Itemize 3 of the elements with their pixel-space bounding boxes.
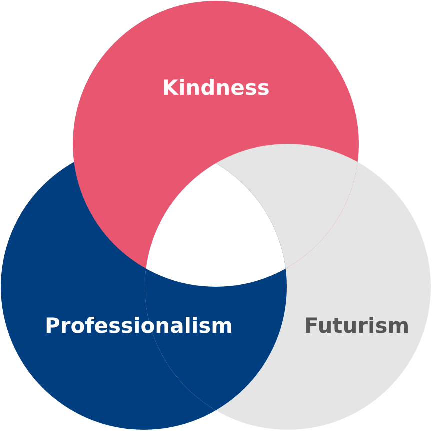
circle-label: Futurism <box>304 314 410 338</box>
circle-label: Kindness <box>162 76 270 100</box>
circle-label: Professionalism <box>44 314 234 338</box>
